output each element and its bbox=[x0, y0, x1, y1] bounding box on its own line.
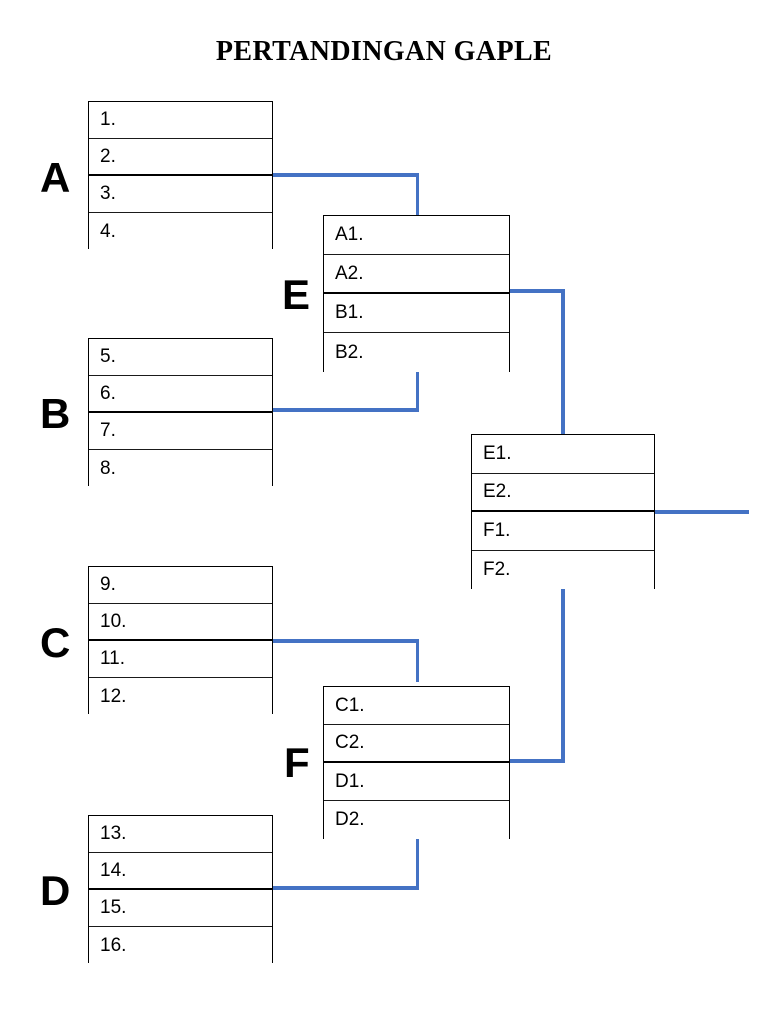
page-title: PERTANDINGAN GAPLE bbox=[215, 36, 553, 67]
group-d-entry-3: 15. bbox=[89, 890, 272, 927]
connector-e-to-final-vertical bbox=[561, 289, 565, 435]
group-c-entry-1: 9. bbox=[89, 567, 272, 604]
group-a-entry-4: 4. bbox=[89, 213, 272, 250]
connector-a-to-e-horizontal bbox=[272, 173, 419, 177]
group-d-entry-1: 13. bbox=[89, 816, 272, 853]
connector-c-to-f-horizontal bbox=[272, 639, 419, 643]
connector-f-to-final-vertical bbox=[561, 588, 565, 763]
group-b-entry-4: 8. bbox=[89, 450, 272, 487]
final-entry-1: E1. bbox=[472, 435, 654, 474]
connector-d-to-f-vertical bbox=[415, 838, 419, 889]
group-letter-d: D bbox=[40, 867, 71, 914]
group-box-b: 5. 6. 7. 8. bbox=[88, 338, 273, 487]
final-entry-2: E2. bbox=[472, 473, 654, 512]
semifinal-f-entry-2: C2. bbox=[324, 725, 509, 763]
group-d-entry-4: 16. bbox=[89, 927, 272, 964]
semifinal-letter-e: E bbox=[282, 271, 311, 318]
group-a-entry-1: 1. bbox=[89, 102, 272, 139]
connector-b-to-e-horizontal bbox=[272, 408, 419, 412]
connector-d-to-f-horizontal bbox=[272, 886, 419, 890]
connector-f-to-final-horizontal bbox=[509, 759, 564, 763]
group-letter-c: C bbox=[40, 619, 71, 666]
group-letter-b: B bbox=[40, 390, 71, 437]
group-c-entry-2: 10. bbox=[89, 604, 272, 641]
connector-a-to-e-vertical bbox=[415, 173, 419, 215]
final-entry-3: F1. bbox=[472, 512, 654, 551]
final-entry-4: F2. bbox=[472, 550, 654, 589]
connector-final-to-champion bbox=[654, 510, 749, 514]
group-b-entry-1: 5. bbox=[89, 339, 272, 376]
group-box-a: 1. 2. 3. 4. bbox=[88, 101, 273, 250]
group-c-entry-3: 11. bbox=[89, 641, 272, 678]
semifinal-e-entry-1: A1. bbox=[324, 216, 509, 255]
semifinal-f-entry-4: D2. bbox=[324, 801, 509, 839]
group-b-entry-2: 6. bbox=[89, 376, 272, 413]
group-b-entry-3: 7. bbox=[89, 413, 272, 450]
group-a-entry-2: 2. bbox=[89, 139, 272, 176]
semifinal-f-entry-1: C1. bbox=[324, 687, 509, 725]
semifinal-e-entry-4: B2. bbox=[324, 333, 509, 372]
group-c-entry-4: 12. bbox=[89, 678, 272, 715]
semifinal-box-f: C1. C2. D1. D2. bbox=[323, 686, 510, 839]
group-letter-a: A bbox=[40, 154, 71, 201]
final-box: E1. E2. F1. F2. bbox=[471, 434, 655, 589]
semifinal-e-entry-2: A2. bbox=[324, 255, 509, 294]
group-d-entry-2: 14. bbox=[89, 853, 272, 890]
semifinal-f-entry-3: D1. bbox=[324, 763, 509, 801]
connector-c-to-f-vertical bbox=[415, 639, 419, 682]
connector-e-to-final-horizontal bbox=[509, 289, 564, 293]
connector-b-to-e-vertical bbox=[415, 370, 419, 412]
group-box-d: 13. 14. 15. 16. bbox=[88, 815, 273, 964]
semifinal-e-entry-3: B1. bbox=[324, 294, 509, 333]
semifinal-letter-f: F bbox=[284, 739, 310, 786]
group-box-c: 9. 10. 11. 12. bbox=[88, 566, 273, 715]
semifinal-box-e: A1. A2. B1. B2. bbox=[323, 215, 510, 372]
group-a-entry-3: 3. bbox=[89, 176, 272, 213]
